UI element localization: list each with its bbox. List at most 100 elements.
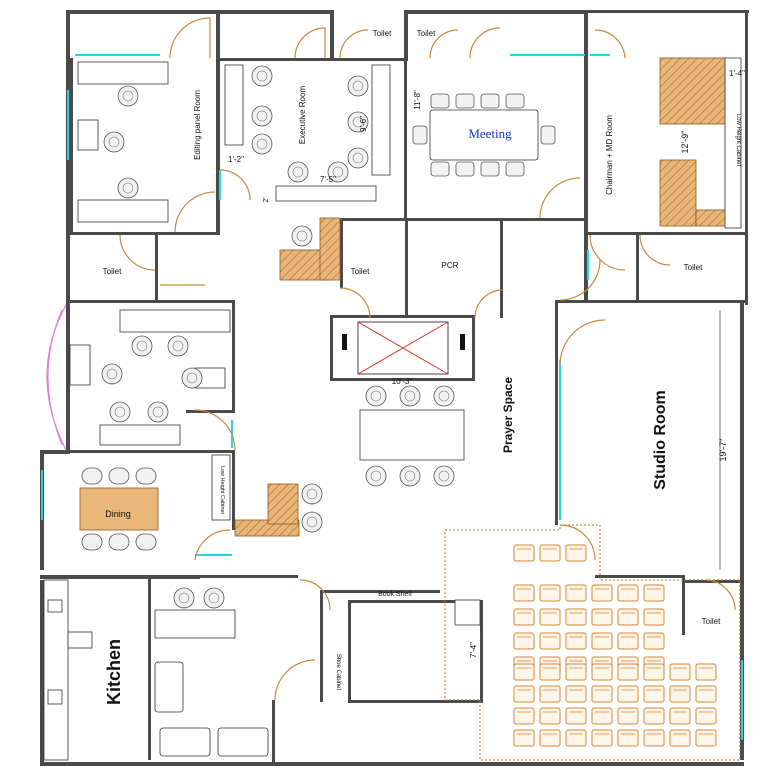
label-meeting: Meeting [468,126,512,141]
studio-seat [617,608,639,626]
studio-seat [565,632,587,650]
label-pcr: PCR [442,261,459,270]
label-executive: Executive Room [298,86,307,145]
studio-seat [565,584,587,602]
room-labels: Toilet Toilet Editing panel Room Executi… [103,29,741,705]
dim-5: 11'-8" [413,90,422,110]
dining-chair [108,467,130,485]
studio-seat [617,632,639,650]
studio-seat [695,663,717,681]
studio-seat [539,544,561,562]
label-studio-room: Studio Room [652,390,669,490]
meeting-chair [455,93,475,109]
label-toilet-bottom-right: Toilet [702,617,721,626]
studio-seat [513,608,535,626]
studio-seat [565,608,587,626]
sofa-set [154,661,269,757]
dining-chair [81,533,103,551]
label-toilet-mid-center: Toilet [351,267,370,276]
curved-window-inner [47,309,63,446]
studio-seat [539,608,561,626]
studio-seat [539,663,561,681]
office-chair [117,85,139,107]
office-chair [131,335,153,357]
studio-seat [565,663,587,681]
label-chairman: Chairman + MD Room [605,115,614,195]
exterior-walls [40,10,749,766]
office-chair [251,133,273,155]
studio-seat [565,729,587,747]
dim-3: 2' [263,197,270,202]
meeting-chair [412,125,428,145]
studio-seat [643,584,665,602]
studio-seat [513,685,535,703]
studio-seat [539,632,561,650]
studio-seat [591,584,613,602]
studio-seat [617,707,639,725]
office-chair [251,105,273,127]
meeting-chair [505,93,525,109]
label-toilet-mid-left: Toilet [103,267,122,276]
studio-seat [513,544,535,562]
lift-shaft [342,321,465,375]
studio-seat [513,707,535,725]
office-chair [399,465,421,487]
studio-seat [617,663,639,681]
studio-seat [565,707,587,725]
glass-partitions [41,54,743,740]
meeting-chair [455,161,475,177]
dim-9: 19'-7" [718,439,728,462]
meeting-chair [505,161,525,177]
dining-chair [81,467,103,485]
dim-7: 12'-9" [680,131,690,154]
office-chair [167,335,189,357]
office-chair [433,465,455,487]
studio-seat [513,729,535,747]
office-chair [301,511,323,533]
studio-seat [513,632,535,650]
studio-seat [643,729,665,747]
office-chair [203,587,225,609]
desks [69,57,742,639]
label-toilet-top-right: Toilet [417,29,436,38]
studio-seat [617,584,639,602]
office-chair [365,385,387,407]
studio-seat [513,584,535,602]
dim-10: 7'-4" [469,642,478,658]
dining-table [79,467,159,551]
office-chair [287,161,309,183]
office-chair [347,111,369,133]
label-toilet-top-left: Toilet [373,29,392,38]
dimension-labels: 1'-2" 7'-5" 2' 9'-6" 11'-8" 1'-4" 12'-9"… [228,69,745,658]
office-chair [347,147,369,169]
dim-8: 10'-3" [392,377,413,386]
studio-seat [643,685,665,703]
label-editing-panel: Editing panel Room [193,90,202,160]
dim-1: 1'-2" [228,155,244,164]
studio-seat [669,707,691,725]
studio-seat [669,663,691,681]
label-dining: Dining [105,509,131,519]
meeting-chair [540,125,556,145]
office-chair [103,131,125,153]
studio-seat [617,729,639,747]
curved-window [46,304,67,451]
office-chair [147,401,169,423]
meeting-chair [430,93,450,109]
label-low-height-cabinet-right: Low Height Cabinet [735,114,741,167]
office-chair [365,465,387,487]
studio-seat [643,663,665,681]
studio-seat [565,685,587,703]
label-shoe-cabinet: Shoe Cabinet [335,654,341,691]
office-chair [109,401,131,423]
office-chair [301,483,323,505]
studio-seat [591,707,613,725]
dining-chair [135,533,157,551]
interior-walls [70,58,748,762]
office-chair [181,367,203,389]
office-chair [399,385,421,407]
dim-2: 7'-5" [320,175,336,184]
office-chair [251,65,273,87]
meeting-table [412,93,556,177]
studio-seat [643,707,665,725]
